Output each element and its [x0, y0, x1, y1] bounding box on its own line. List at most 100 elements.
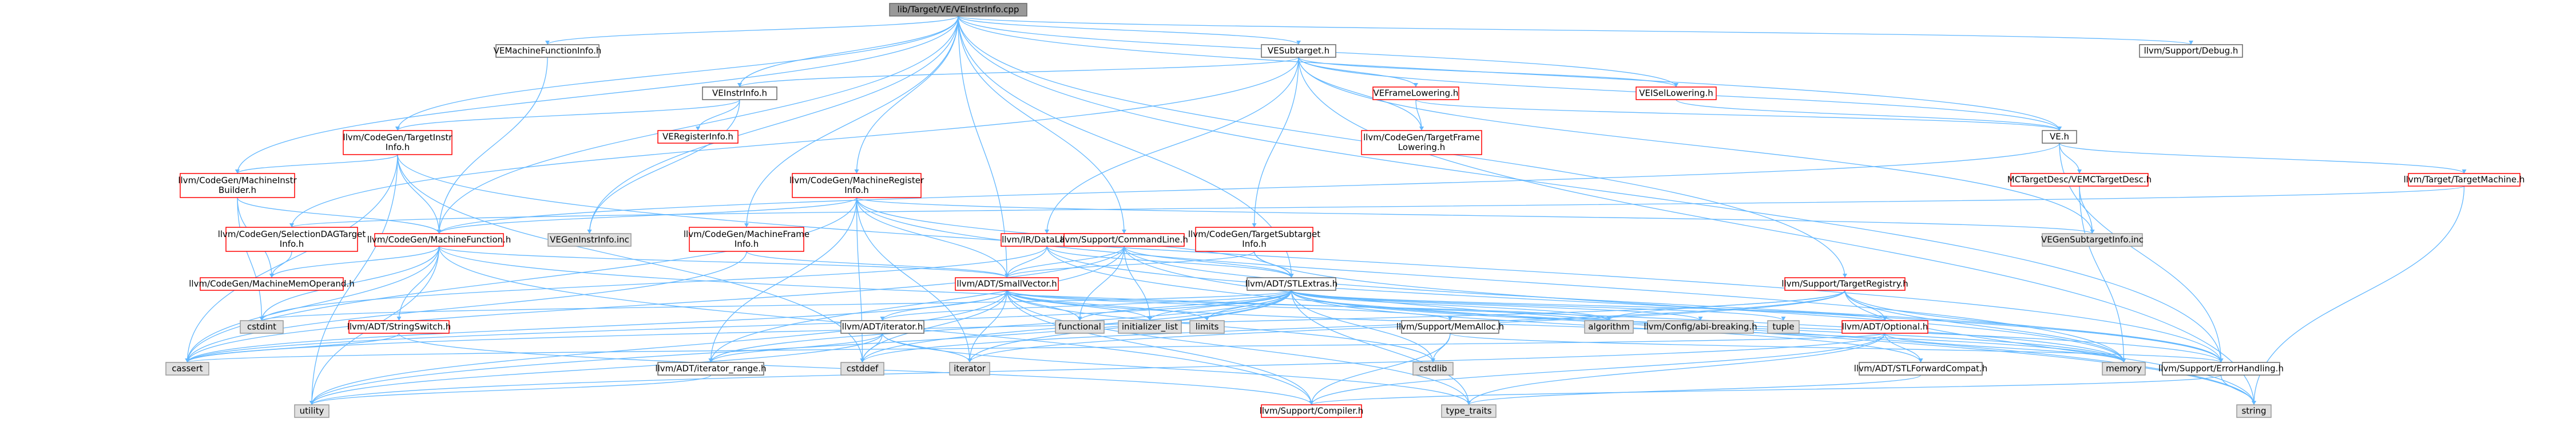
node-tm[interactable]: llvm/Target/TargetMachine.h	[2404, 173, 2525, 187]
node-vereg[interactable]: VERegisterInfo.h	[657, 130, 739, 144]
node-memalloc[interactable]: llvm/Support/MemAlloc.h	[1396, 320, 1504, 334]
node-box	[1195, 227, 1313, 252]
edge-vesub-to-string	[1298, 57, 2255, 405]
node-iterator[interactable]: iterator	[949, 362, 990, 376]
node-label: initializer_list	[1122, 322, 1178, 333]
node-vefl[interactable]: VEFrameLowering.h	[1372, 86, 1459, 100]
node-cstdint[interactable]: cstdint	[240, 320, 284, 334]
edge-tm-to-sdag	[291, 186, 2465, 228]
node-cstdlib[interactable]: cstdlib	[1412, 362, 1454, 376]
edge-memalloc-to-eh	[1450, 333, 2222, 363]
node-box	[200, 277, 344, 291]
arrowhead-root-to-treg	[1843, 274, 1847, 278]
edge-sdag-to-mmo	[271, 251, 292, 278]
edge-mri-to-iterator	[856, 197, 970, 363]
node-veii[interactable]: VEInstrInfo.h	[702, 86, 777, 100]
arrowhead-opt-to-stlfc	[1918, 358, 1923, 362]
node-tuple[interactable]: tuple	[1767, 320, 1800, 334]
node-iter[interactable]: llvm/ADT/iterator.h	[840, 320, 924, 334]
edge-vefl-to-veh	[1415, 99, 2060, 131]
node-label: VEGenSubtargetInfo.inc	[2041, 235, 2144, 245]
node-functional[interactable]: functional	[1055, 320, 1105, 334]
node-ss[interactable]: llvm/ADT/StringSwitch.h	[347, 320, 451, 334]
arrowhead-veii-to-vegii	[587, 230, 592, 234]
edge-root-to-cl	[958, 15, 1125, 234]
edge-root-to-mfi	[746, 15, 959, 228]
node-box	[2042, 233, 2143, 247]
nodes-layer: lib/Target/VE/VEInstrInfo.cppVEMachineFu…	[165, 3, 2525, 418]
edge-mfi-to-cassert	[186, 251, 747, 363]
node-mf[interactable]: llvm/CodeGen/MachineFunction.h	[367, 233, 511, 247]
node-string[interactable]: string	[2236, 404, 2272, 418]
arrowhead-opt-to-cassert	[185, 358, 190, 362]
node-typetraits[interactable]: type_traits	[1441, 404, 1497, 418]
node-utility[interactable]: utility	[294, 404, 330, 418]
arrowhead-veisel-to-veh	[2057, 127, 2062, 131]
arrowhead-veh-to-mctd	[2077, 169, 2082, 173]
edge-stl-to-cassert	[186, 290, 1292, 363]
node-veh[interactable]: VE.h	[2042, 130, 2077, 144]
node-eh[interactable]: llvm/Support/ErrorHandling.h	[2158, 362, 2284, 376]
node-vegii[interactable]: VEGenInstrInfo.inc	[547, 233, 632, 247]
edge-mctd-to-memory	[2079, 186, 2125, 363]
arrowhead-eh-to-string	[2252, 401, 2256, 405]
edge-mf-to-sv	[438, 246, 1007, 278]
node-label: VEMachineFunctionInfo.h	[494, 46, 602, 56]
edge-vesub-to-dl	[1046, 57, 1299, 234]
node-label: llvm/Support/MemAlloc.h	[1396, 322, 1504, 332]
node-box	[348, 320, 450, 334]
node-abibreak[interactable]: llvm/Config/abi-breaking.h	[1644, 320, 1757, 334]
edge-tii-to-mib	[237, 154, 398, 174]
node-label: llvm/CodeGen/MachineMemOperand.h	[189, 279, 354, 289]
node-cl[interactable]: llvm/Support/CommandLine.h	[1060, 233, 1188, 247]
node-vegsi[interactable]: VEGenSubtargetInfo.inc	[2041, 233, 2144, 247]
node-box	[2042, 130, 2077, 144]
node-opt[interactable]: llvm/ADT/Optional.h	[1841, 320, 1928, 334]
node-box	[657, 362, 764, 376]
node-box	[1372, 86, 1459, 100]
node-limits[interactable]: limits	[1189, 320, 1225, 334]
node-compiler[interactable]: llvm/Support/Compiler.h	[1260, 404, 1364, 418]
node-mmo[interactable]: llvm/CodeGen/MachineMemOperand.h	[189, 277, 355, 291]
node-label: llvm/CodeGen/TargetFrame	[1363, 132, 1480, 143]
node-box	[1118, 320, 1182, 334]
node-root[interactable]: lib/Target/VE/VEInstrInfo.cpp	[889, 3, 1027, 17]
node-algorithm[interactable]: algorithm	[1584, 320, 1634, 334]
node-itrange[interactable]: llvm/ADT/iterator_range.h	[655, 362, 767, 376]
node-label: tuple	[1772, 322, 1794, 332]
node-stl[interactable]: llvm/ADT/STLExtras.h	[1245, 277, 1338, 291]
node-veisel[interactable]: VEISelLowering.h	[1636, 86, 1717, 100]
edge-opt-to-typetraits	[1468, 333, 1886, 405]
arrowhead-stlfc-to-typetraits	[1466, 401, 1471, 405]
arrowhead-vesub-to-veii	[737, 83, 742, 87]
node-box	[547, 233, 632, 247]
node-dbg[interactable]: llvm/Support/Debug.h	[2139, 44, 2243, 58]
edge-iter-to-typetraits	[882, 333, 1470, 405]
edge-root-to-tii	[397, 15, 959, 131]
node-mctd[interactable]: MCTargetDesc/VEMCTargetDesc.h	[2007, 173, 2152, 187]
node-box	[1784, 277, 1906, 291]
node-label: Info.h	[844, 185, 868, 195]
node-cassert[interactable]: cassert	[165, 362, 209, 376]
node-stlfc[interactable]: llvm/ADT/STLForwardCompat.h	[1854, 362, 1987, 376]
edge-ss-to-cassert	[186, 333, 400, 363]
node-vemfi[interactable]: VEMachineFunctionInfo.h	[494, 44, 602, 58]
node-vesub[interactable]: VESubtarget.h	[1261, 44, 1336, 58]
node-memory[interactable]: memory	[2102, 362, 2146, 376]
node-treg[interactable]: llvm/Support/TargetRegistry.h	[1781, 277, 1908, 291]
node-cstddef[interactable]: cstddef	[840, 362, 884, 376]
node-sv[interactable]: llvm/ADT/SmallVector.h	[955, 277, 1059, 291]
node-initlist[interactable]: initializer_list	[1118, 320, 1182, 334]
edge-stlfc-to-typetraits	[1468, 374, 1922, 405]
edge-opt-to-compiler	[1311, 333, 1886, 405]
arrowhead-memalloc-to-eh	[2218, 358, 2224, 362]
node-label: Info.h	[386, 142, 410, 152]
node-label: MCTargetDesc/VEMCTargetDesc.h	[2007, 175, 2152, 185]
